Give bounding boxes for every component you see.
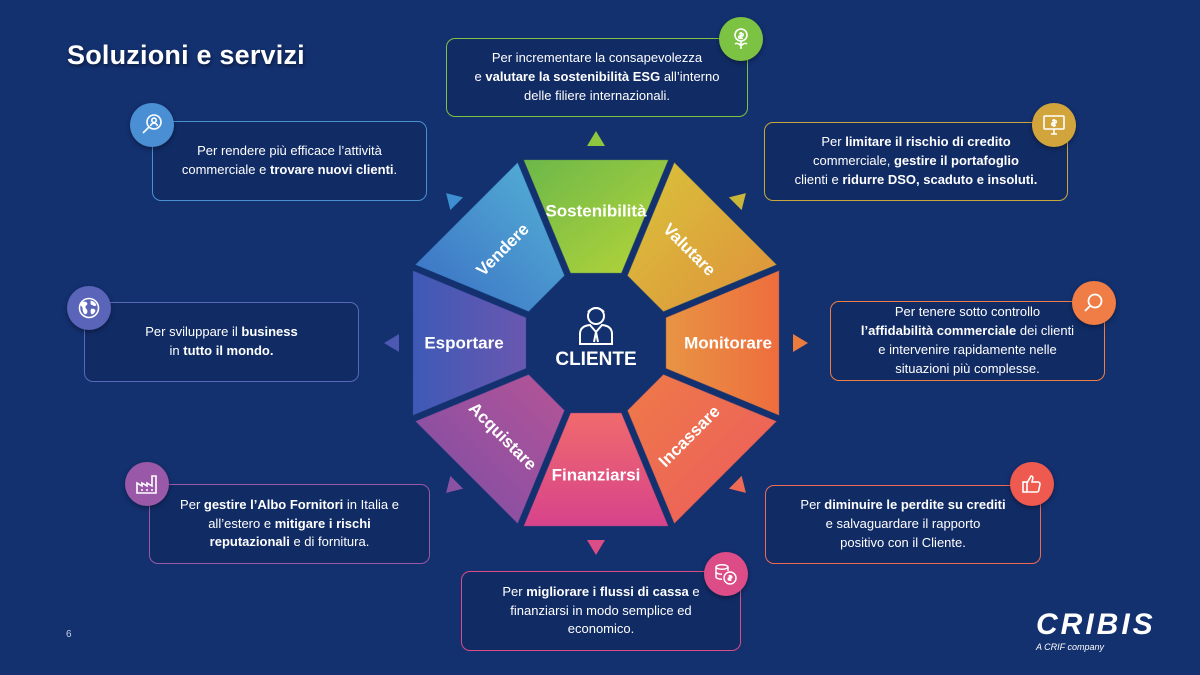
logo-brand: CRIBIS [1036,608,1156,641]
pointer-arrow [587,540,605,555]
wheel-segment-finanziarsi [523,412,669,527]
box-finanziarsi: Per migliorare i flussi di cassa e finan… [461,571,741,651]
center-label: CLIENTE [555,349,636,370]
text: situazioni più complesse. [895,360,1040,376]
text: Per rendere più efficace l’attività [197,143,382,159]
text: Per sviluppare il [145,324,242,340]
text: all’interno [660,69,720,85]
box-vendere: Per rendere più efficace l’attività comm… [152,121,427,201]
pointer-arrow [384,334,399,352]
text: e salvaguardare il rapporto [825,516,981,532]
user-icon [579,307,613,345]
pointer-arrow [793,334,808,352]
wheel-segment-valutare [627,161,778,312]
text: commerciale, [813,153,894,169]
text-bold: business [241,324,298,340]
box-acquistare: Per gestire l’Albo Fornitori in Italia e… [149,484,430,564]
box-monitorare: Per tenere sotto controllo l’affidabilit… [830,301,1105,381]
wheel-label: Finanziarsi [552,466,641,485]
text-bold: mitigare i rischi [274,515,371,531]
text-bold: tutto il mondo. [183,343,274,358]
text: in Italia e [343,496,399,512]
text: positivo con il Cliente. [840,534,966,550]
text: all’estero e [208,515,275,531]
text-bold: diminuire le perdite su crediti [824,497,1006,513]
text: e intervenire rapidamente nelle [878,342,1057,357]
text: Per tenere sotto controllo [894,304,1041,320]
text: Per [821,134,846,150]
pointer-arrow [728,475,746,493]
text: Per [800,497,825,513]
pointer-arrow [446,193,464,211]
wheel-segment-acquistare [414,374,565,525]
money-plant-icon [719,17,763,61]
page-number: 6 [66,629,72,640]
wheel-label: Monitorare [684,334,772,353]
pointer-arrow [587,131,605,146]
text-bold: limitare il rischio di credito [845,134,1011,150]
text-bold: gestire l’Albo Fornitori [203,496,344,512]
page-title: Soluzioni e servizi [67,40,305,70]
wheel-segment-monitorare [665,270,780,416]
magnifier-icon [1072,281,1116,325]
search-user-icon [130,103,174,147]
monitor-dollar-icon [1032,103,1076,147]
globe-icon [67,286,111,330]
text-bold: l’affidabilità commerciale [860,323,1017,339]
text: Per incrementare la consapevolezza [491,50,703,66]
text: Per [180,496,204,512]
text-bold: ridurre DSO, scaduto e insoluti. [842,171,1038,187]
text: delle filiere internazionali. [524,87,670,103]
box-valutare: Per limitare il rischio di credito comme… [764,122,1068,201]
wheel-label: Esportare [424,334,503,353]
text: economico. [567,621,635,637]
text-bold: reputazionali [209,534,290,550]
text: dei clienti [1016,323,1075,339]
box-esportare: Per sviluppare il business in tutto il m… [84,302,359,382]
text: in [169,343,184,358]
text-bold: trovare nuovi clienti [269,162,394,177]
text: clienti e [794,171,843,187]
wheel-segment-sostenibilita [523,159,669,274]
logo-tagline: A CRIF company [1036,642,1105,652]
thumbs-up-icon [1010,462,1054,506]
wheel-label: Sostenibilità [545,202,647,221]
cribis-logo: CRIBIS A CRIF company [1036,608,1168,653]
wheel-segment-esportare [412,270,527,416]
wheel-segment-vendere [414,161,565,312]
text: e [474,69,486,85]
text: finanziarsi in modo semplice ed [510,602,692,618]
wheel-segment-incassare [627,374,778,525]
text: e [688,583,700,599]
coins-icon [704,552,748,596]
pointer-arrow [728,193,746,211]
text: . [393,162,398,177]
box-incassare: Per diminuire le perdite su crediti e sa… [765,485,1041,564]
box-sostenibilita: Per incrementare la consapevolezza e val… [446,38,748,117]
text-bold: gestire il portafoglio [893,153,1019,169]
text-bold: migliorare i flussi di cassa [526,583,689,599]
pointer-arrow [446,475,464,493]
text: e di fornitura. [289,534,370,550]
factory-icon [125,462,169,506]
text-bold: valutare la sostenibilità ESG [485,69,661,85]
text: commerciale e [181,162,270,177]
text: Per [502,583,527,599]
